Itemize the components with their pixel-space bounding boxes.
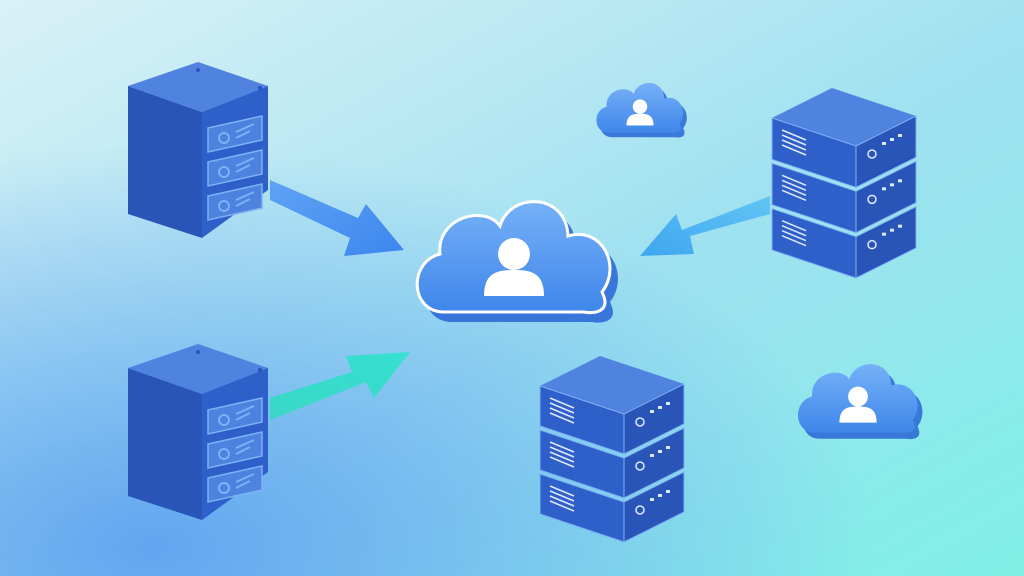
vent-line [549, 490, 575, 502]
port [898, 134, 902, 137]
vent-line [781, 144, 807, 156]
power-icon [867, 194, 877, 205]
server-top-face [772, 88, 916, 146]
vent-line [549, 407, 575, 419]
user-icon [484, 238, 544, 296]
vent-line [781, 219, 807, 232]
small-cloud-right [797, 364, 923, 440]
rack-unit [539, 383, 685, 455]
port [898, 179, 902, 183]
vent-line [781, 234, 807, 247]
power-icon [218, 132, 230, 144]
rack-unit [771, 115, 917, 189]
rack-unit [539, 427, 685, 499]
user-icon [839, 386, 877, 423]
server-top-face [128, 62, 268, 112]
connection-arrows [270, 180, 770, 420]
vent-line [781, 179, 807, 192]
rack-unit [539, 471, 685, 543]
power-icon [218, 414, 230, 426]
vent-line [549, 402, 575, 414]
vent-line [549, 485, 575, 497]
power-icon [635, 461, 645, 471]
port [882, 232, 886, 236]
server-top-right [771, 88, 917, 279]
power-icon [218, 448, 230, 460]
power-icon [218, 166, 230, 178]
port [890, 228, 894, 232]
port [666, 446, 670, 449]
power-icon [635, 505, 645, 515]
server-bottom-center [539, 356, 685, 543]
power-icon [218, 482, 230, 494]
server-top-face [540, 356, 684, 414]
power-icon [867, 149, 877, 159]
port [890, 183, 894, 187]
server-bottom-left [128, 344, 268, 520]
vent-line [549, 500, 575, 512]
drive-bay [207, 465, 263, 503]
port [658, 494, 662, 497]
drive-bay [207, 397, 263, 435]
drive-bay [207, 149, 263, 187]
clouds [415, 83, 923, 440]
vent-line [549, 495, 575, 507]
vent-line [781, 129, 807, 141]
port [666, 490, 670, 493]
arrow-server-top-right-to-central-cloud [640, 196, 770, 256]
port [898, 224, 902, 228]
server-side-face [128, 86, 202, 238]
vent-line [549, 451, 575, 463]
vent-line [549, 446, 575, 458]
small-cloud-top [596, 83, 687, 138]
vent-line [549, 456, 575, 468]
user-icon [626, 99, 654, 126]
port [666, 402, 670, 405]
arrow-server-top-left-to-central-cloud [270, 180, 404, 256]
server-top-left [128, 62, 268, 238]
vent-line [781, 224, 807, 237]
port [882, 187, 886, 191]
port [650, 498, 654, 501]
rack-unit [771, 160, 917, 234]
servers [128, 62, 917, 543]
power-icon [635, 417, 645, 427]
arrow-server-bottom-left-to-central-cloud [270, 352, 410, 420]
port [658, 406, 662, 409]
vent-line [549, 397, 575, 409]
vent-line [781, 139, 807, 151]
drive-bay [207, 115, 263, 153]
drive-bay [207, 431, 263, 469]
port [882, 142, 886, 145]
server-side-face [128, 368, 202, 520]
vent-line [549, 412, 575, 424]
vent-line [781, 134, 807, 146]
port [650, 454, 654, 457]
vent-line [781, 229, 807, 242]
power-icon [867, 239, 877, 250]
central-cloud [415, 200, 618, 323]
port [650, 410, 654, 413]
power-icon [218, 200, 230, 212]
server-top-face [128, 344, 268, 394]
port [890, 138, 894, 141]
vent-line [549, 441, 575, 453]
rack-unit [771, 205, 917, 279]
vent-line [781, 174, 807, 187]
vent-line [781, 189, 807, 202]
port [658, 450, 662, 453]
vent-line [781, 184, 807, 197]
drive-bay [207, 183, 263, 221]
